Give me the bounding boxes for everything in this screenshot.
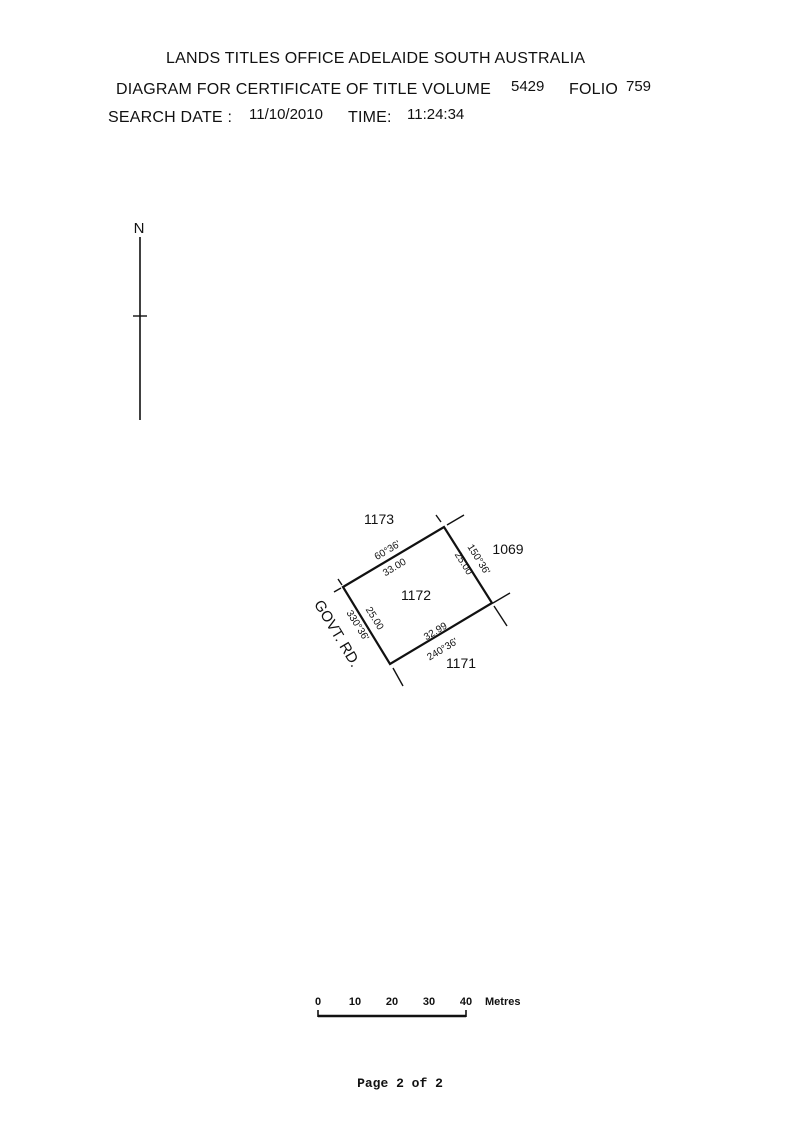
scale-bar	[317, 1010, 467, 1018]
volume-value: 5429	[511, 78, 545, 95]
search-date-value: 11/10/2010	[249, 106, 323, 123]
time-label: TIME:	[348, 109, 392, 126]
neighbour-1173: 1173	[364, 511, 394, 527]
nw-length: 33.00	[381, 556, 408, 579]
se-length: 32.99	[422, 620, 449, 643]
scale-tick-30: 30	[423, 996, 435, 1008]
scale-tick-0: 0	[315, 996, 321, 1008]
diagram-label: DIAGRAM FOR CERTIFICATE OF TITLE VOLUME	[116, 81, 491, 98]
corner-ticks	[333, 514, 511, 687]
page-number: Page 2 of 2	[357, 1076, 443, 1091]
search-date-label: SEARCH DATE :	[108, 109, 233, 126]
north-label: N	[134, 220, 145, 237]
office-title: LANDS TITLES OFFICE ADELAIDE SOUTH AUSTR…	[166, 50, 586, 67]
north-arrow-icon	[133, 237, 147, 420]
allotment-boundary	[341, 525, 494, 666]
scale-tick-20: 20	[386, 996, 398, 1008]
allotment-number: 1172	[401, 587, 431, 603]
neighbour-1171: 1171	[446, 655, 476, 671]
scale-unit: Metres	[485, 996, 520, 1008]
scale-tick-40: 40	[460, 996, 472, 1008]
neighbour-1069: 1069	[492, 541, 523, 557]
time-value: 11:24:34	[407, 106, 465, 123]
folio-label: FOLIO	[569, 81, 619, 98]
folio-value: 759	[626, 78, 652, 95]
scale-tick-10: 10	[349, 996, 361, 1008]
